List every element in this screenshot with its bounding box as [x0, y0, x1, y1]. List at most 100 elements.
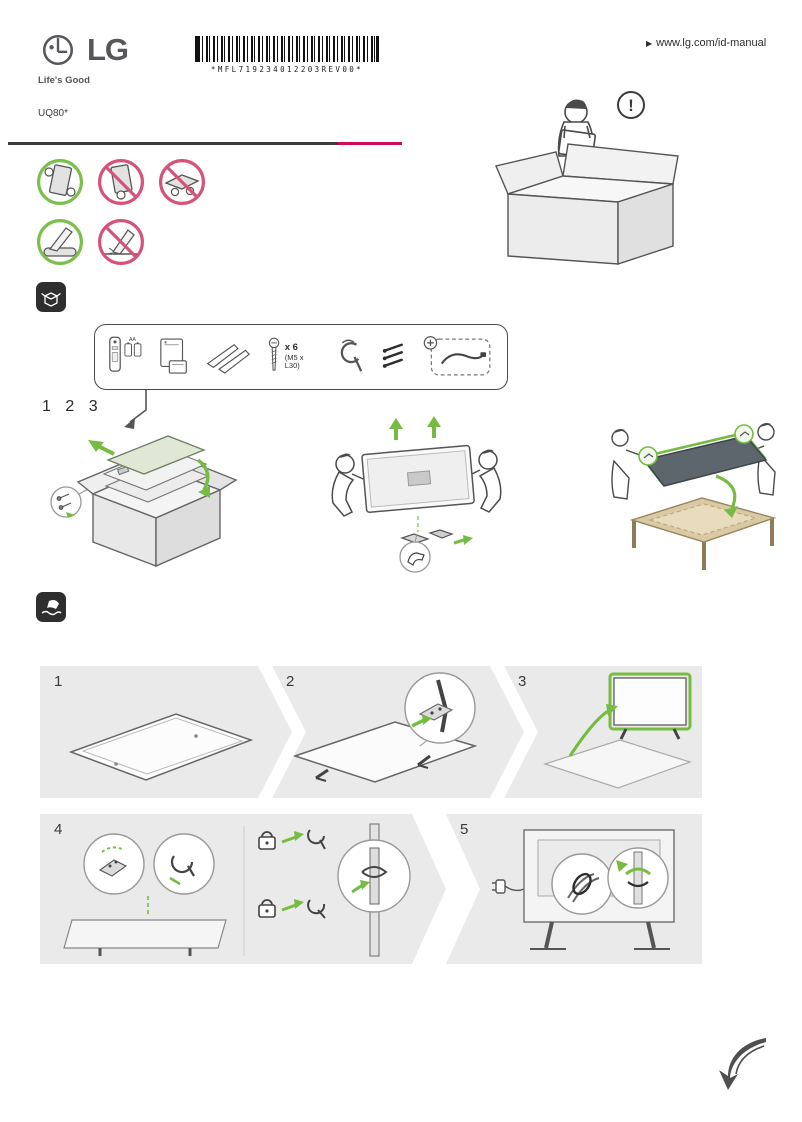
stand-legs-icon [206, 344, 250, 374]
step-number: 3 [518, 673, 527, 690]
manual-doc-icon [159, 338, 187, 374]
step-panel-5: 5 [446, 814, 702, 964]
green-curve-arrow-icon [196, 458, 210, 491]
step-panel-2: 2 [272, 666, 524, 798]
soft-surface-icon [36, 592, 66, 622]
attach-stands-illustration [280, 668, 510, 798]
page-flip-icon [719, 1038, 766, 1090]
tv-green-outline [608, 672, 692, 731]
brand-text: LG [87, 32, 129, 67]
padlock-icon [259, 832, 275, 849]
cable-icon [441, 353, 485, 365]
corner-pad-zoom [638, 446, 658, 466]
green-arrow-icon [97, 444, 115, 456]
stand-tv-up-illustration [543, 672, 692, 789]
unpack-carton-illustration [50, 435, 238, 568]
person-figure [331, 453, 371, 517]
barcode-text: *MFL719234012203REV00* [210, 65, 364, 74]
green-arrow-icon [453, 538, 465, 545]
unboxing-illustration: ! [495, 91, 679, 265]
battery-type-label: AA [129, 337, 136, 343]
stand-screws-item: x 6 (M5 x L30) [267, 336, 319, 378]
green-arrow-icon [282, 905, 296, 910]
cable-clip-icon [308, 900, 325, 918]
stand-bracket [100, 860, 126, 876]
tv-panel [613, 677, 687, 726]
divider-rule [8, 142, 402, 145]
cables [567, 873, 600, 903]
barcode-block: *MFL719234012203REV00* [195, 36, 379, 74]
padlock-icon [259, 900, 275, 917]
step-number: 4 [54, 821, 63, 838]
tv-face-down-illustration [46, 674, 276, 794]
green-curve-arrow-icon [715, 474, 737, 509]
carry-arrow-icon [124, 390, 147, 429]
lg-logo-block: LG Life's Good [36, 28, 129, 86]
green-arrow-icon [412, 720, 424, 726]
corner-pad-zoom [734, 424, 754, 444]
person-figure [611, 429, 630, 500]
lift-tv-illustration [331, 416, 502, 573]
open-box-icon [36, 282, 66, 312]
tv-rear-bottom [64, 920, 226, 948]
zoom-circle [154, 834, 214, 894]
bullet-triangle-icon: ▶ [646, 38, 653, 48]
cable-clip-icon [172, 856, 192, 872]
stand-leg [544, 921, 656, 949]
stand-leg [316, 756, 430, 778]
cable-clip-green [625, 867, 651, 876]
cable-holder-install-illustration [58, 820, 430, 962]
surface [543, 739, 692, 789]
hand-icon [407, 552, 425, 566]
stand-leg [633, 851, 643, 905]
zoom-circle [50, 486, 82, 518]
green-arrow-icon [616, 860, 628, 872]
warning-icon: ! [617, 91, 645, 119]
cable-routing-illustration [492, 829, 675, 950]
tv-panel [106, 435, 206, 475]
stand-base [400, 529, 454, 544]
step-panel-4: 4 [40, 814, 446, 964]
remote-and-batteries-icon: AA [109, 336, 142, 372]
zoom-circle [551, 853, 613, 915]
manual-url: ▶ www.lg.com/id-manual [646, 37, 766, 49]
screw-spec-label: (M5 x L30) [284, 352, 304, 371]
handling-no-one-hand-icon [98, 159, 144, 205]
divider-rule-accent [338, 142, 402, 145]
plus-icon [424, 336, 438, 350]
step-number: 1 [54, 673, 63, 690]
tv-panel [642, 435, 768, 487]
handling-no-corner-impact-icon [98, 219, 144, 265]
model-code: UQ80* [38, 108, 69, 119]
place-on-table-illustration [611, 423, 777, 570]
cable-clip-icon [362, 867, 386, 877]
brand-tagline: Life's Good [38, 75, 90, 86]
tv-panel [361, 444, 475, 514]
table [629, 497, 777, 570]
lg-logo-icon [42, 34, 74, 66]
green-arrow-icon [66, 512, 75, 518]
green-arrow-icon [282, 837, 296, 842]
manual-url-text: www.lg.com/id-manual [656, 37, 767, 49]
step-number: 2 [286, 673, 295, 690]
screw-icon [268, 337, 279, 371]
carry-steps-label: 1 2 3 [42, 398, 103, 415]
small-screws-icon [383, 343, 404, 368]
handling-guide [36, 158, 206, 266]
step-number: 5 [460, 821, 469, 838]
accessories-panel: AA [94, 324, 508, 390]
optional-cable-box [424, 336, 491, 376]
handling-ok-two-hands-icon [37, 159, 83, 205]
barcode-image [195, 36, 379, 62]
handling-no-flat-carry-icon [159, 159, 205, 205]
carton-box-icon [495, 143, 679, 265]
step-panel-1: 1 [40, 666, 292, 798]
power-plug-icon [492, 879, 525, 894]
step-panel-3: 3 [504, 666, 702, 798]
cable-holder-icon [341, 339, 363, 372]
stand-leg [619, 728, 681, 740]
cable-clip-icon [572, 872, 592, 896]
person-figure [757, 423, 776, 496]
handling-ok-soft-surface-icon [37, 219, 83, 265]
